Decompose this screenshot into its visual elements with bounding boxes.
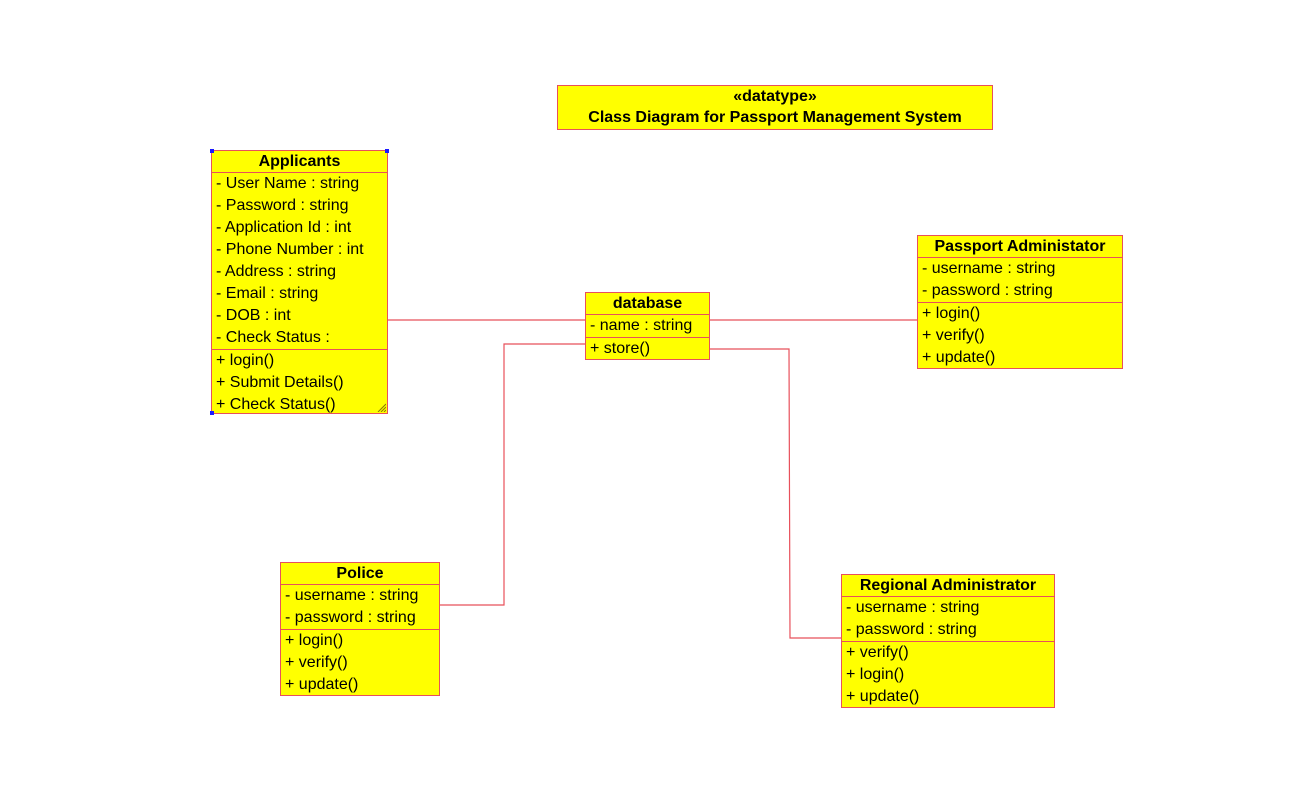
class-operation: + login() <box>922 305 981 322</box>
class-attribute: - Phone Number : int <box>216 241 364 258</box>
class-attribute: - password : string <box>846 621 977 638</box>
class-attribute: - Application Id : int <box>216 219 352 236</box>
operation-compartment: + login() + Submit Details() + Check Statu… <box>212 350 387 416</box>
class-operation: + login() <box>846 666 905 683</box>
selection-handle[interactable] <box>210 149 214 153</box>
resize-grip-icon[interactable] <box>376 402 386 412</box>
class-attribute: - password : string <box>285 609 416 626</box>
class-operation: + update() <box>846 688 920 705</box>
selection-handle[interactable] <box>385 149 389 153</box>
class-name: Regional Administrator <box>842 575 1054 597</box>
operation-compartment: + login() + verify() + update() <box>281 630 439 696</box>
class-database[interactable]: database - name : string + store() <box>585 292 710 360</box>
class-operation: + Submit Details() <box>216 374 344 391</box>
class-attribute: - username : string <box>846 599 980 616</box>
class-attribute: - Email : string <box>216 285 319 302</box>
class-operation: + login() <box>216 352 275 369</box>
operation-compartment: + login() + verify() + update() <box>918 303 1122 369</box>
class-attribute: - password : string <box>922 282 1053 299</box>
attribute-compartment: - username : string - password : string <box>842 597 1054 642</box>
class-attribute: - username : string <box>285 587 419 604</box>
attribute-compartment: - User Name : string - Password : string -… <box>212 173 387 350</box>
operation-compartment: + verify() + login() + update() <box>842 642 1054 708</box>
class-name: Passport Administator <box>918 236 1122 258</box>
class-operation: + verify() <box>922 327 985 344</box>
class-regional-administrator[interactable]: Regional Administrator - username : stri… <box>841 574 1055 708</box>
class-applicants[interactable]: Applicants - User Name : string - Passwor… <box>210 149 389 416</box>
class-attribute: - Address : string <box>216 263 337 280</box>
class-name: Police <box>281 563 439 585</box>
class-operation: + update() <box>922 349 996 366</box>
class-attribute: - User Name : string <box>216 175 360 192</box>
association-database-regional-admin <box>710 348 842 639</box>
diagram-title: Class Diagram for Passport Management Sy… <box>588 109 962 126</box>
class-operation: + login() <box>285 632 344 649</box>
class-attribute: - DOB : int <box>216 307 291 324</box>
class-police[interactable]: Police - username : string - password : s… <box>280 562 440 696</box>
class-operation: + verify() <box>285 654 348 671</box>
class-operation: + update() <box>285 676 359 693</box>
class-attribute: - name : string <box>590 317 693 334</box>
operation-compartment: + store() <box>586 338 709 360</box>
class-name: database <box>586 293 709 315</box>
attribute-compartment: - name : string <box>586 315 709 338</box>
class-passport-administator[interactable]: Passport Administator - username : strin… <box>917 235 1123 369</box>
attribute-compartment: - username : string - password : string <box>281 585 439 630</box>
diagram-title-box[interactable]: «datatype» Class Diagram for Passport Ma… <box>557 85 993 130</box>
class-attribute: - Check Status : <box>216 329 330 346</box>
class-operation: + verify() <box>846 644 909 661</box>
class-operation: + store() <box>590 340 651 357</box>
class-name: Applicants <box>212 151 387 173</box>
class-attribute: - Password : string <box>216 197 349 214</box>
stereotype-label: «datatype» <box>733 88 817 105</box>
attribute-compartment: - username : string - password : string <box>918 258 1122 303</box>
class-attribute: - username : string <box>922 260 1056 277</box>
class-operation: + Check Status() <box>216 396 336 413</box>
selection-handle[interactable] <box>210 411 214 415</box>
association-database-police <box>440 343 586 606</box>
